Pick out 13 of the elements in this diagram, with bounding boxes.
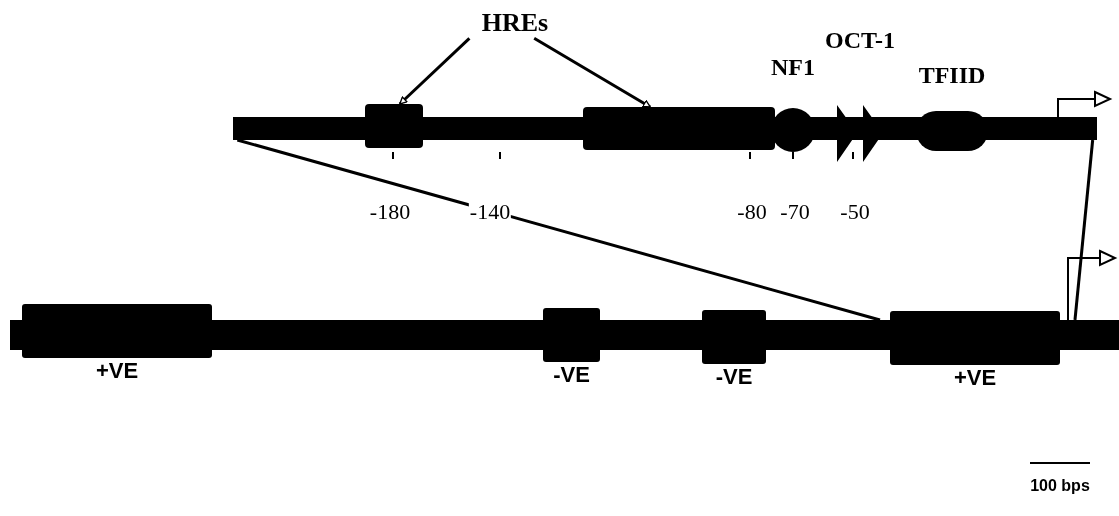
connector-line bbox=[236, 138, 881, 322]
arrow bbox=[398, 37, 471, 106]
scale-label: 100 bps bbox=[1029, 478, 1091, 494]
callout-label: HREs bbox=[455, 6, 575, 40]
node-label: TFIID bbox=[918, 63, 986, 87]
connector-line bbox=[1073, 139, 1095, 321]
node-label: +VE bbox=[953, 367, 997, 389]
node-label: -VE bbox=[715, 366, 753, 388]
node-label: +VE bbox=[95, 360, 139, 382]
node-label: NF1 bbox=[771, 55, 815, 79]
node-label: -VE bbox=[553, 364, 590, 386]
node-label: OCT-1 bbox=[825, 28, 895, 52]
arrow bbox=[533, 37, 651, 109]
